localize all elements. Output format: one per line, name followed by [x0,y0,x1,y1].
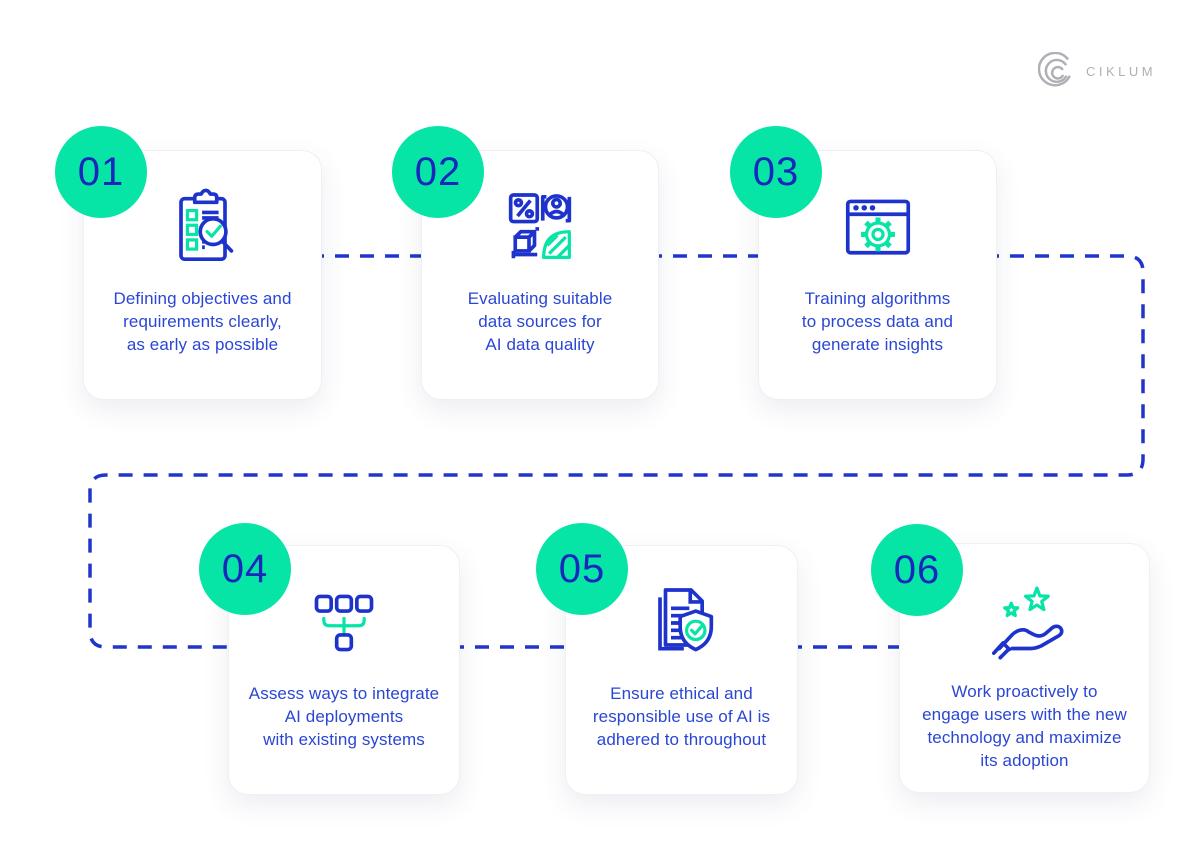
step-number-badge: 03 [730,126,822,218]
integration-nodes-icon [314,594,374,652]
hand-stars-icon [991,586,1064,660]
step-number-badge: 02 [392,126,484,218]
step-number-badge: 01 [55,126,147,218]
step-number: 01 [77,149,125,194]
brand-logo: CIKLUM [1038,52,1156,90]
browser-gear-icon [845,199,910,255]
step-text: Assess ways to integrate AI deployments … [248,684,440,749]
step-number: 05 [558,546,606,591]
step-number-badge: 06 [871,524,963,616]
data-sources-grid-icon [508,193,572,259]
step-number-badge: 05 [536,523,628,615]
step-text: Ensure ethical and responsible use of AI… [592,684,771,749]
step-number: 02 [414,149,462,194]
step-text: Work proactively to engage users with th… [922,682,1127,770]
step-card-1: Defining objectives and requirements cle… [83,150,322,400]
step-number: 03 [752,149,800,194]
step-card-3: Training algorithms to process data and … [758,150,997,400]
document-shield-check-icon [657,588,713,652]
step-text: Evaluating suitable data sources for AI … [467,289,613,354]
brand-name: CIKLUM [1086,63,1157,79]
step-text: Defining objectives and requirements cle… [113,289,292,354]
ciklum-logo-icon [1038,52,1071,87]
step-number: 06 [893,547,941,592]
step-number-badge: 04 [199,523,291,615]
clipboard-checklist-magnifier-icon [178,188,233,261]
step-text: Training algorithms to process data and … [801,289,954,354]
step-number: 04 [221,546,269,591]
